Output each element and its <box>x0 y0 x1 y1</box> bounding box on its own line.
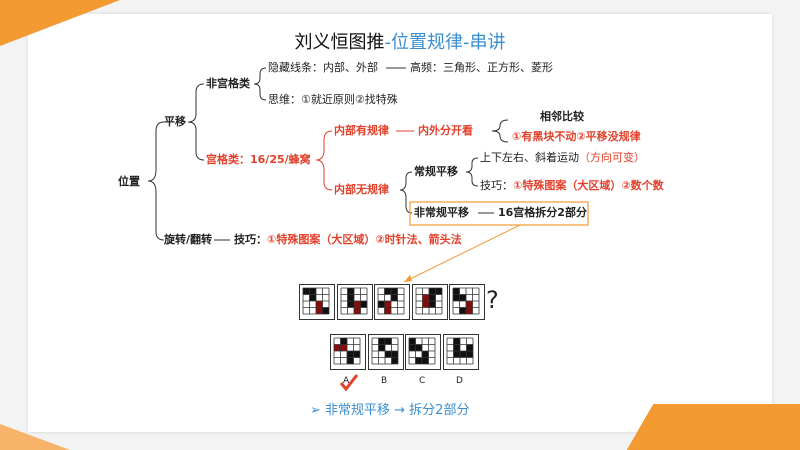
node-neibu-wu: 内部无规律 <box>334 183 389 196</box>
xuanzhuan-b-prefix: 技巧： <box>234 233 267 246</box>
node-neibu-you: 内部有规律 <box>334 124 389 137</box>
xianglin-body-1: ①有黑块不动 <box>512 130 577 143</box>
option-label-d: D <box>456 376 463 386</box>
question-figure <box>299 284 335 320</box>
connector-pingyi-feigong <box>187 83 205 123</box>
node-changgui-b: 技巧：①特殊图案（大区域）②数个数 <box>480 179 664 193</box>
connector-feigong-a <box>253 67 267 85</box>
connector-wu-feichanggui <box>399 189 413 214</box>
question-mark: ? <box>486 286 499 314</box>
node-changgui: 常规平移 <box>414 165 458 178</box>
connector-pingyi-gongge <box>187 121 205 161</box>
node-feichanggui: 非常规平移 <box>414 206 469 219</box>
xuanzhuan-b-tips: ①特殊图案（大区域）②时针法、箭头法 <box>267 233 462 246</box>
changgui-a-note: （方向可变） <box>579 151 645 164</box>
option-figure <box>330 334 366 370</box>
node-pingyi: 平移 <box>164 115 186 128</box>
connector-root-xuanzhuan <box>147 180 165 241</box>
changgui-b-tip2: ②数个数 <box>621 179 664 192</box>
changgui-a-main: 上下左右、斜着运动 <box>480 151 579 164</box>
corner-decoration-top-left <box>0 0 120 46</box>
corner-decoration-bottom-right <box>560 404 800 450</box>
slide-title: 刘义恒图推-位置规律-串讲 <box>0 28 800 54</box>
highlight-box <box>409 201 589 226</box>
checkmark-icon <box>339 374 359 392</box>
question-figure <box>374 284 410 320</box>
node-xuanzhuan-b: 技巧：①特殊图案（大区域）②时针法、箭头法 <box>234 233 462 247</box>
node-xuanzhuan: 旋转/翻转 <box>164 233 213 246</box>
node-neiwai: 内外分开看 <box>418 124 473 137</box>
title-main: 刘义恒图推 <box>294 32 385 53</box>
node-feigong-b: 思维：①就近原则②找特殊 <box>268 93 398 106</box>
option-label-b: B <box>381 376 388 386</box>
node-gongge-label: 宫格类：16/25/蜂窝 <box>206 153 311 166</box>
option-figure <box>405 334 441 370</box>
connector-root-pingyi <box>147 121 165 182</box>
changgui-b-tip1: ①特殊图案（大区域） <box>513 179 622 192</box>
corner-decoration-bottom-left <box>0 424 70 450</box>
node-feigong-a: 隐藏线条：内部、外部 <box>268 61 378 74</box>
option-figure <box>367 334 404 370</box>
node-xianglin-body: ①有黑块不动②平移没规律 <box>512 130 641 144</box>
node-feigong-a2: 高频：三角形、正方形、菱形 <box>410 61 553 74</box>
option-label-c: C <box>419 376 426 386</box>
node-changgui-a: 上下左右、斜着运动（方向可变） <box>480 151 645 165</box>
xianglin-body-2: ②平移没规律 <box>576 130 641 143</box>
node-feigong: 非宫格类 <box>206 77 250 90</box>
question-figure <box>449 284 485 320</box>
changgui-b-prefix: 技巧： <box>480 179 513 192</box>
question-figure <box>411 284 448 320</box>
connector-gongge-wu <box>315 159 333 191</box>
connector-gongge-you <box>315 130 333 161</box>
connector-wu-changgui <box>399 171 413 191</box>
title-sub: -位置规律-串讲 <box>384 32 506 53</box>
node-gongge: 宫格类：16/25/蜂窝 <box>206 153 311 167</box>
option-figure <box>442 334 479 370</box>
question-figure <box>336 284 373 320</box>
node-xianglin-title: 相邻比较 <box>540 110 584 123</box>
option-label-a: A <box>343 376 350 386</box>
bottom-note: ➢ 非常规平移 → 拆分2部分 <box>310 403 470 418</box>
node-root: 位置 <box>118 175 140 188</box>
node-feichanggui-r: 16宫格拆分2部分 <box>498 206 587 219</box>
connector-feigong-b <box>253 83 267 101</box>
